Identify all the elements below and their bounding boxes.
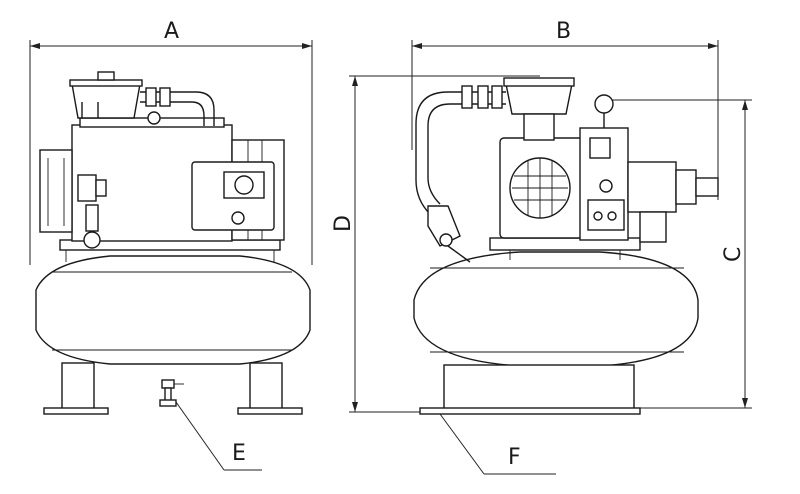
outlet-housing <box>627 161 677 213</box>
dimension-a: A <box>29 19 313 265</box>
callout-e: E <box>175 401 262 471</box>
side-filter <box>505 83 573 115</box>
side-hose <box>415 91 506 215</box>
pressure-gauge-icon <box>83 231 101 249</box>
indicator-icon <box>231 211 245 225</box>
front-leg-left <box>61 362 95 410</box>
side-panel <box>39 149 73 233</box>
dimension-b-label: B <box>556 19 571 44</box>
side-skirt <box>443 364 635 410</box>
lifting-ring-icon <box>594 94 614 114</box>
dimension-c: C <box>605 99 752 409</box>
side-tank <box>413 251 699 367</box>
front-view <box>35 71 311 415</box>
front-tank <box>35 255 311 365</box>
switch-dial-icon <box>234 175 254 195</box>
callout-f: F <box>439 413 556 475</box>
dimension-d-label: D <box>331 215 356 232</box>
front-leg-right <box>249 362 283 410</box>
dimension-b: B <box>411 19 719 200</box>
front-hose <box>140 91 215 126</box>
callout-e-label: E <box>232 441 246 466</box>
drain-valve <box>159 379 184 407</box>
dimension-a-label: A <box>164 19 179 44</box>
side-view <box>413 77 719 415</box>
callout-f-label: F <box>508 445 521 470</box>
dimension-c-label: C <box>721 247 746 262</box>
